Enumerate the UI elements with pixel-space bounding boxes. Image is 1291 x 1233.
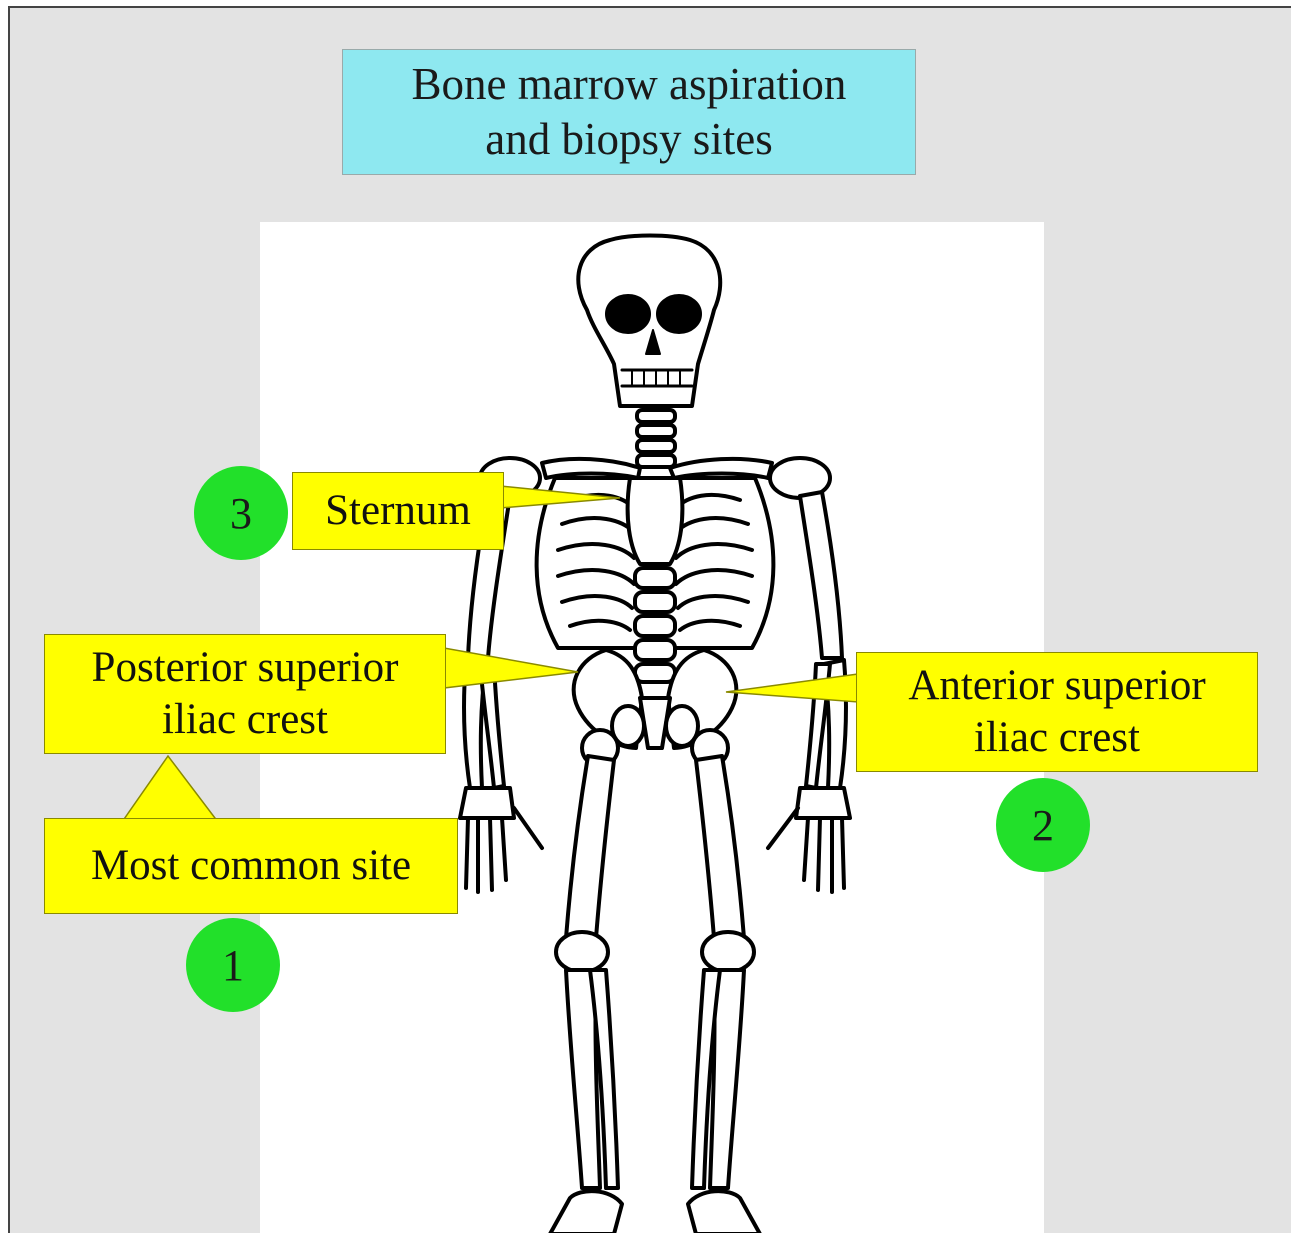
left-leg: [550, 730, 622, 1233]
sternum-label-text: Sternum: [325, 485, 471, 537]
badge-1-posterior: 1: [186, 918, 280, 1012]
lumbar-spine: [635, 568, 675, 682]
posterior-pointer: [444, 648, 578, 688]
posterior-superior-iliac-crest-label: Posterior superior iliac crest: [44, 634, 446, 754]
badge-3-text: 3: [230, 488, 252, 539]
most-common-site-label: Most common site: [44, 818, 458, 914]
anterior-label-line-1: Anterior superior: [908, 660, 1205, 712]
slide-frame: Bone marrow aspiration and biopsy sites: [8, 6, 1291, 1233]
posterior-label-line-2: iliac crest: [162, 694, 328, 746]
most-common-label-text: Most common site: [91, 840, 411, 892]
posterior-label-line-1: Posterior superior: [92, 642, 399, 694]
badge-1-text: 1: [222, 940, 244, 991]
left-arm: [460, 492, 542, 892]
badge-3-sternum: 3: [194, 466, 288, 560]
anterior-pointer: [726, 674, 858, 702]
skeleton-illustration: [10, 8, 1291, 1233]
anterior-superior-iliac-crest-label: Anterior superior iliac crest: [856, 652, 1258, 772]
skull: [578, 236, 720, 407]
cervical-spine: [637, 410, 675, 467]
badge-2-text: 2: [1032, 800, 1054, 851]
most-common-pointer: [122, 756, 218, 822]
sternum-bone: [628, 478, 683, 564]
right-leg: [688, 730, 760, 1233]
sternum-label: Sternum: [292, 472, 504, 550]
anterior-label-line-2: iliac crest: [974, 712, 1140, 764]
badge-2-anterior: 2: [996, 778, 1090, 872]
